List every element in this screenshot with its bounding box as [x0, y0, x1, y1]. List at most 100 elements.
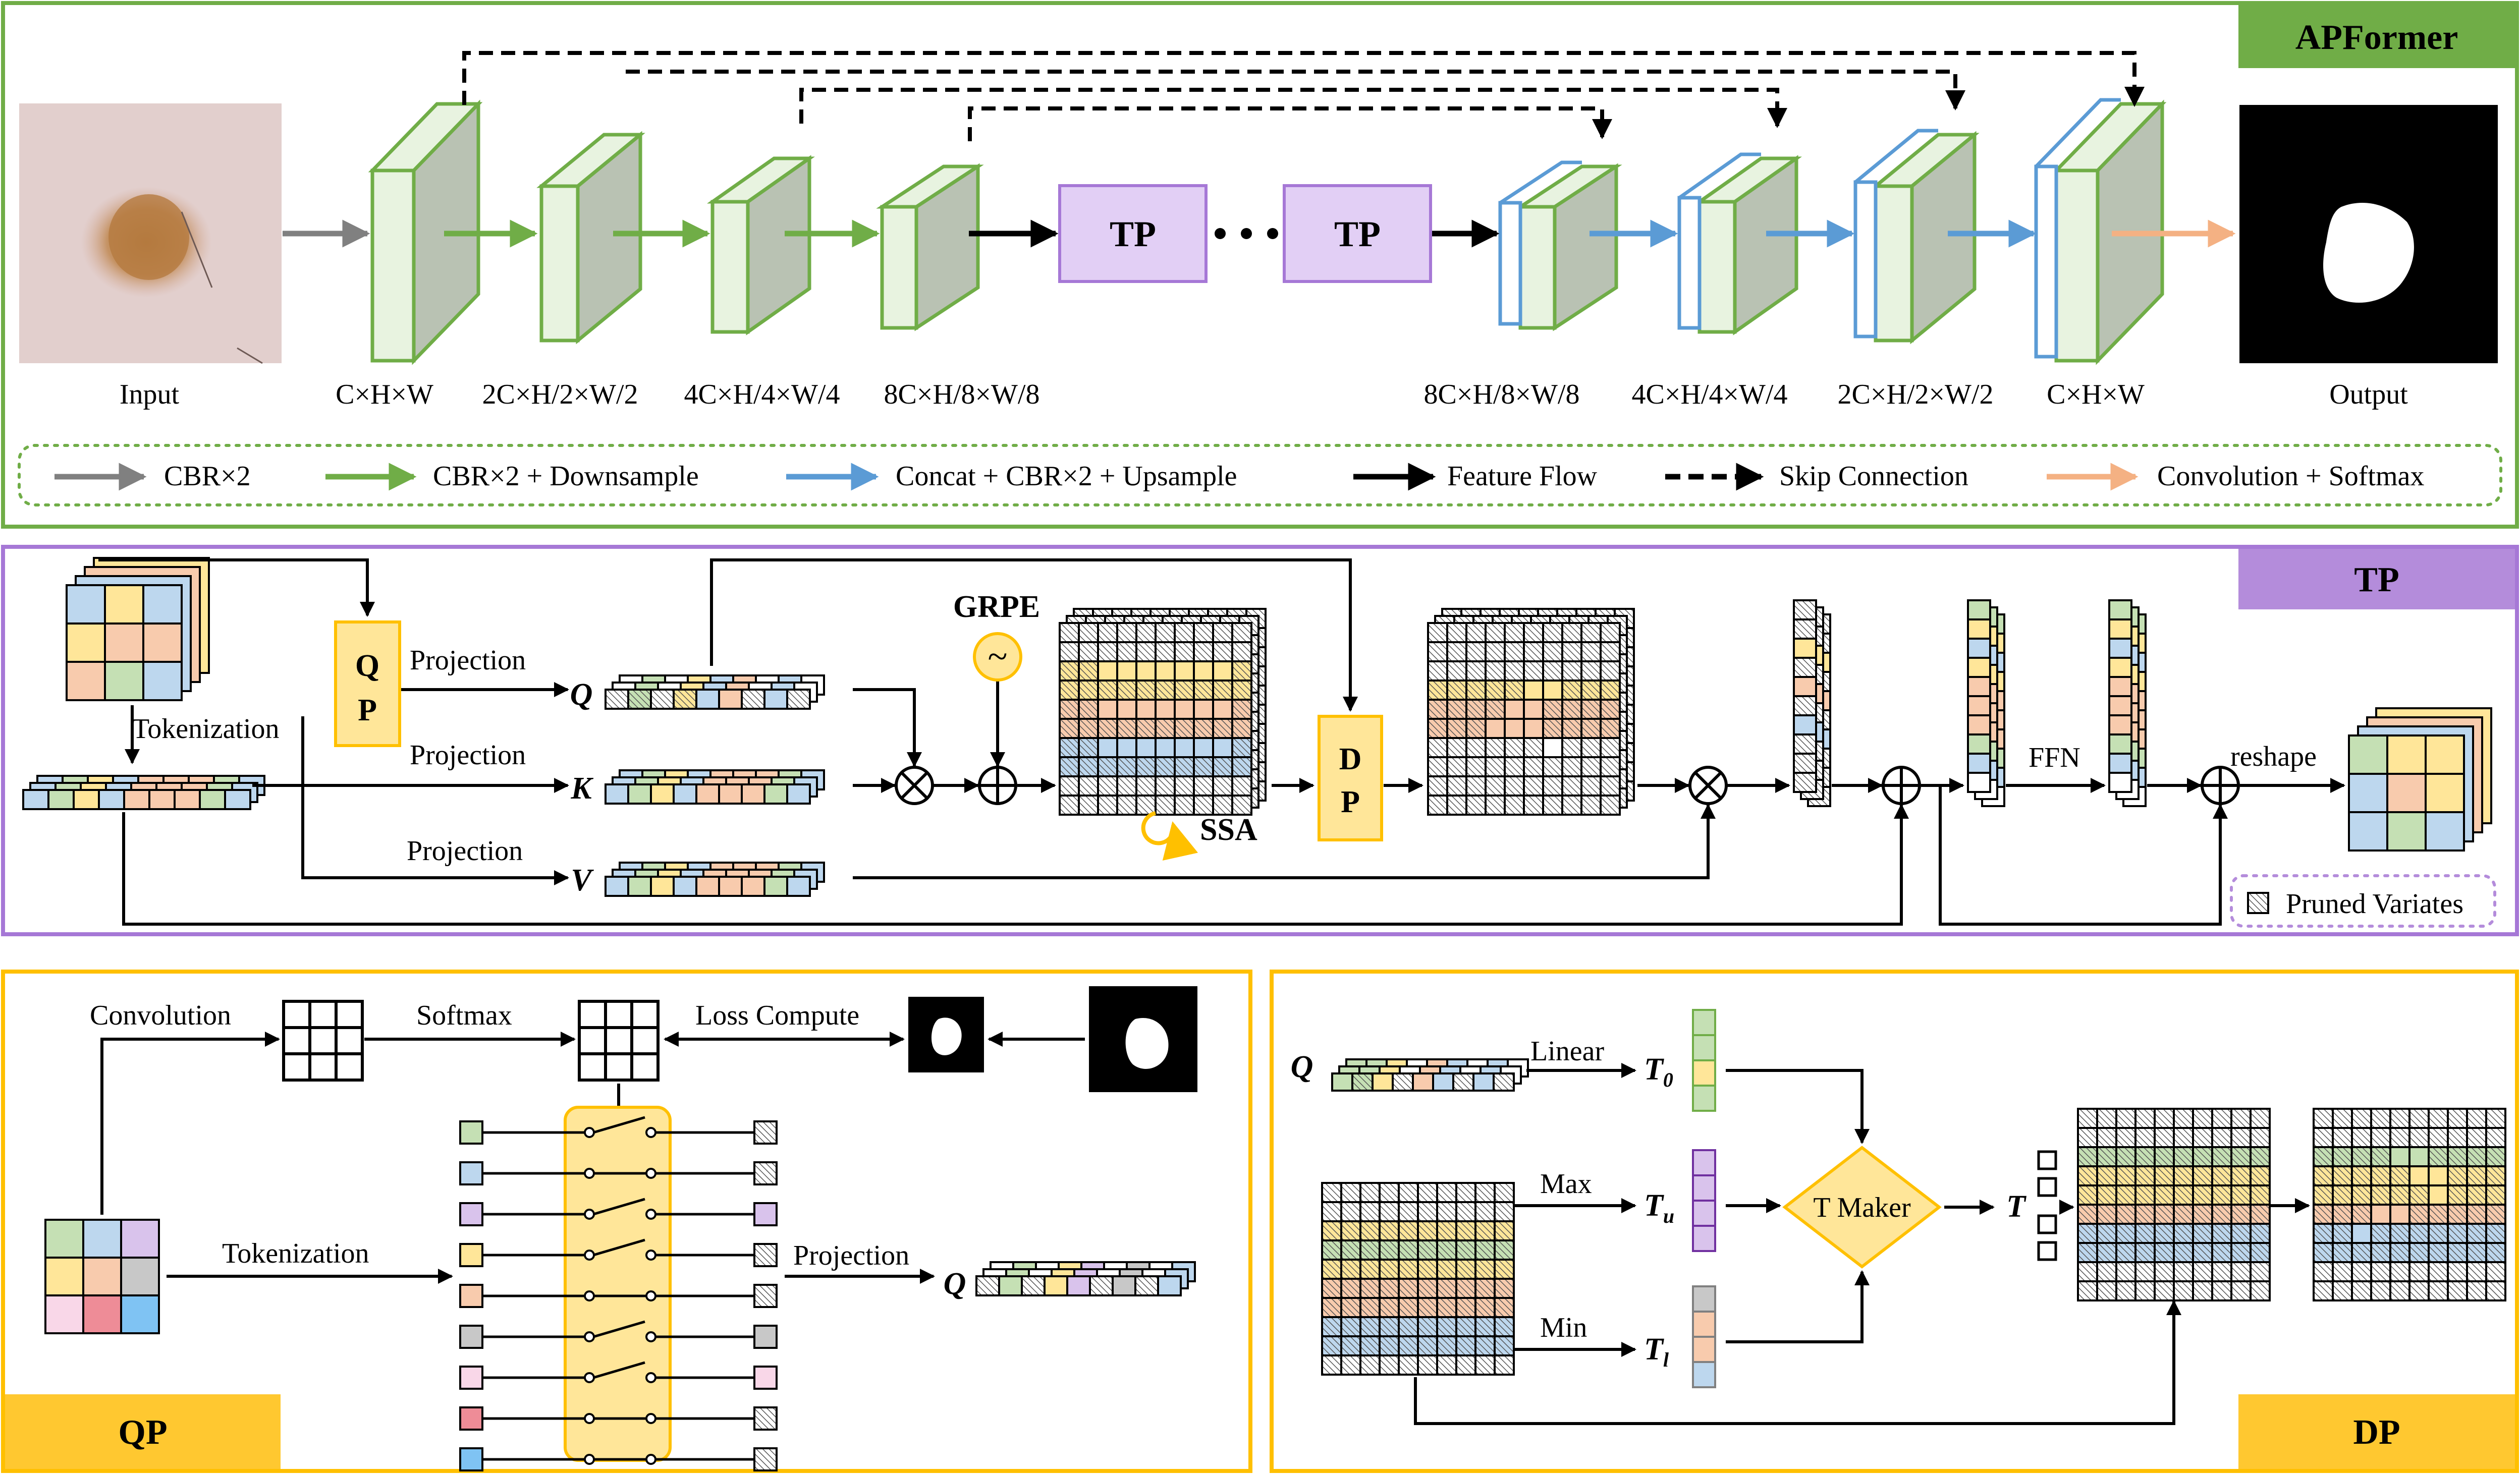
dp-out-matrix-hatch: [2408, 1184, 2430, 1206]
dp-out-matrix-hatch: [2313, 1127, 2334, 1148]
tp-tokenization-label: Tokenization: [132, 713, 280, 745]
dp-mid-matrix-hatch: [2154, 1184, 2175, 1206]
qp-softmax-label: Softmax: [416, 1000, 512, 1031]
dp-input-matrix-hatch: [1417, 1316, 1438, 1337]
dp-output-matrix-hatch: [1523, 775, 1544, 797]
qp-mask-small: [908, 997, 984, 1072]
dp-input-matrix-hatch: [1379, 1354, 1400, 1376]
dp-out-matrix-hatch: [2332, 1146, 2353, 1167]
dp-input-matrix-hatch: [1494, 1316, 1515, 1337]
dp-mid-matrix-hatch: [2154, 1242, 2175, 1263]
mul-node-1-stroke: [900, 771, 928, 800]
tmaker-label: T Maker: [1813, 1192, 1911, 1223]
ssa-matrix-hatch: [1135, 756, 1157, 777]
dp-mid-matrix-hatch: [2115, 1146, 2136, 1167]
enc-dim-1: C×H×W: [336, 379, 433, 410]
dp-out-matrix-hatch: [2447, 1280, 2468, 1301]
dp-mid-matrix-hatch: [2211, 1261, 2232, 1282]
ssa-matrix-hatch: [1193, 718, 1214, 739]
qp-switch-contact: [584, 1454, 595, 1465]
qp-conv-grid-cell: [335, 1026, 364, 1055]
dp-out-matrix-cell: [2370, 1204, 2391, 1225]
dp-mid-matrix-hatch: [2211, 1146, 2232, 1167]
tp-ffn-strip-cell: [2108, 695, 2132, 716]
dp-output-matrix-hatch: [1465, 795, 1487, 816]
dp-mid-matrix-hatch: [2077, 1146, 2098, 1167]
legend-label-4: Feature Flow: [1447, 461, 1598, 492]
dp-mid-matrix-hatch: [2250, 1261, 2271, 1282]
dp-out-matrix-hatch: [2485, 1165, 2506, 1186]
decoder-block-1-front: [1518, 205, 1557, 330]
dp-mid-matrix-hatch: [2230, 1280, 2252, 1301]
dp-mid-matrix-hatch: [2250, 1204, 2271, 1225]
tp-res-strip-cell: [1967, 695, 1991, 716]
dp-mid-matrix-hatch: [2077, 1261, 2098, 1282]
qp-token-right-pruned: [753, 1120, 778, 1145]
dp-mid-matrix-hatch: [2096, 1184, 2117, 1206]
tp-output-cube-cell: [2348, 811, 2388, 852]
qp-switch-contact: [584, 1413, 595, 1424]
dp-mid-matrix-hatch: [2154, 1261, 2175, 1282]
dp-mid-matrix-hatch: [2096, 1165, 2117, 1186]
dp-input-matrix-hatch: [1321, 1182, 1342, 1203]
dp-input-matrix-hatch: [1398, 1239, 1419, 1261]
qp-conv-grid-cell: [308, 1026, 338, 1055]
tp-dp-bottom: P: [1341, 785, 1360, 819]
encoder-block-4-front: [880, 205, 918, 330]
dp-mid-matrix-hatch: [2250, 1184, 2271, 1206]
tp-q-tokens-pruned-cell: [627, 689, 652, 710]
qp-softmax-grid-cell: [578, 1026, 607, 1055]
qp-switch-contact: [645, 1250, 656, 1261]
tp-attn-strip-pruned-cell: [1793, 753, 1817, 774]
tp-output-cube-cell: [2425, 734, 2465, 775]
dp-t-square: [2037, 1241, 2057, 1261]
dp-input-matrix-hatch: [1398, 1278, 1419, 1299]
tp-input-cube-cell: [142, 622, 183, 663]
dp-output-matrix-hatch: [1446, 795, 1467, 816]
dp-mid-matrix-hatch: [2211, 1242, 2232, 1263]
dp-input-matrix-hatch: [1340, 1354, 1361, 1376]
tp-tokens-cell: [22, 789, 49, 810]
dp-q-tokens-pruned-cell: [1493, 1072, 1515, 1092]
ssa-matrix-hatch: [1212, 718, 1233, 739]
dp-output-matrix-hatch: [1580, 679, 1602, 701]
qp-tokenization-label: Tokenization: [222, 1238, 369, 1269]
dp-mid-matrix-hatch: [2192, 1108, 2213, 1129]
tp-input-cube-cell: [66, 661, 106, 701]
ssa-matrix-hatch: [1059, 641, 1080, 662]
dp-output-matrix-hatch: [1485, 660, 1506, 682]
tp-tokens-cell: [174, 789, 201, 810]
dp-input-matrix-hatch: [1455, 1259, 1476, 1280]
dp-input-matrix-hatch: [1494, 1220, 1515, 1241]
dp-output-matrix-hatch: [1580, 775, 1602, 797]
dp-out-matrix-hatch: [2485, 1242, 2506, 1263]
dp-tl-strip-cell: [1692, 1361, 1716, 1388]
tp-ffn-strip-cell: [2108, 638, 2132, 659]
qp-input-cell: [44, 1257, 84, 1296]
dp-input-matrix-hatch: [1417, 1239, 1438, 1261]
ssa-matrix-hatch: [1174, 795, 1195, 816]
dp-mid-matrix-hatch: [2211, 1165, 2232, 1186]
dp-output-matrix-hatch: [1561, 622, 1582, 643]
apformer-frame: [1, 1, 2519, 529]
dp-t-label: T: [2006, 1189, 2026, 1224]
dp-output-matrix-hatch: [1446, 737, 1467, 758]
dp-input-matrix-hatch: [1379, 1297, 1400, 1318]
t0-to-tmaker: [1726, 1069, 1870, 1144]
dp-out-matrix-cell: [2389, 1204, 2411, 1225]
dp-input-matrix-hatch: [1321, 1259, 1342, 1280]
dp-mid-matrix-hatch: [2250, 1280, 2271, 1301]
tp-attn-strip-cell: [1793, 638, 1817, 659]
dp-out-matrix-hatch: [2332, 1242, 2353, 1263]
ssa-matrix-cell: [1193, 699, 1214, 720]
dp-input-matrix-hatch: [1379, 1182, 1400, 1203]
dp-out-matrix-hatch: [2485, 1127, 2506, 1148]
dp-out-matrix-hatch: [2332, 1127, 2353, 1148]
dp-mid-matrix-hatch: [2115, 1127, 2136, 1148]
tp-q-tokens-pruned-cell: [673, 689, 697, 710]
dp-out-matrix-hatch: [2485, 1146, 2506, 1167]
ssa-matrix-hatch: [1231, 679, 1252, 701]
skip-connection-4: [968, 106, 1612, 141]
dp-mid-matrix-hatch: [2192, 1165, 2213, 1186]
dp-input-matrix-hatch: [1379, 1220, 1400, 1241]
